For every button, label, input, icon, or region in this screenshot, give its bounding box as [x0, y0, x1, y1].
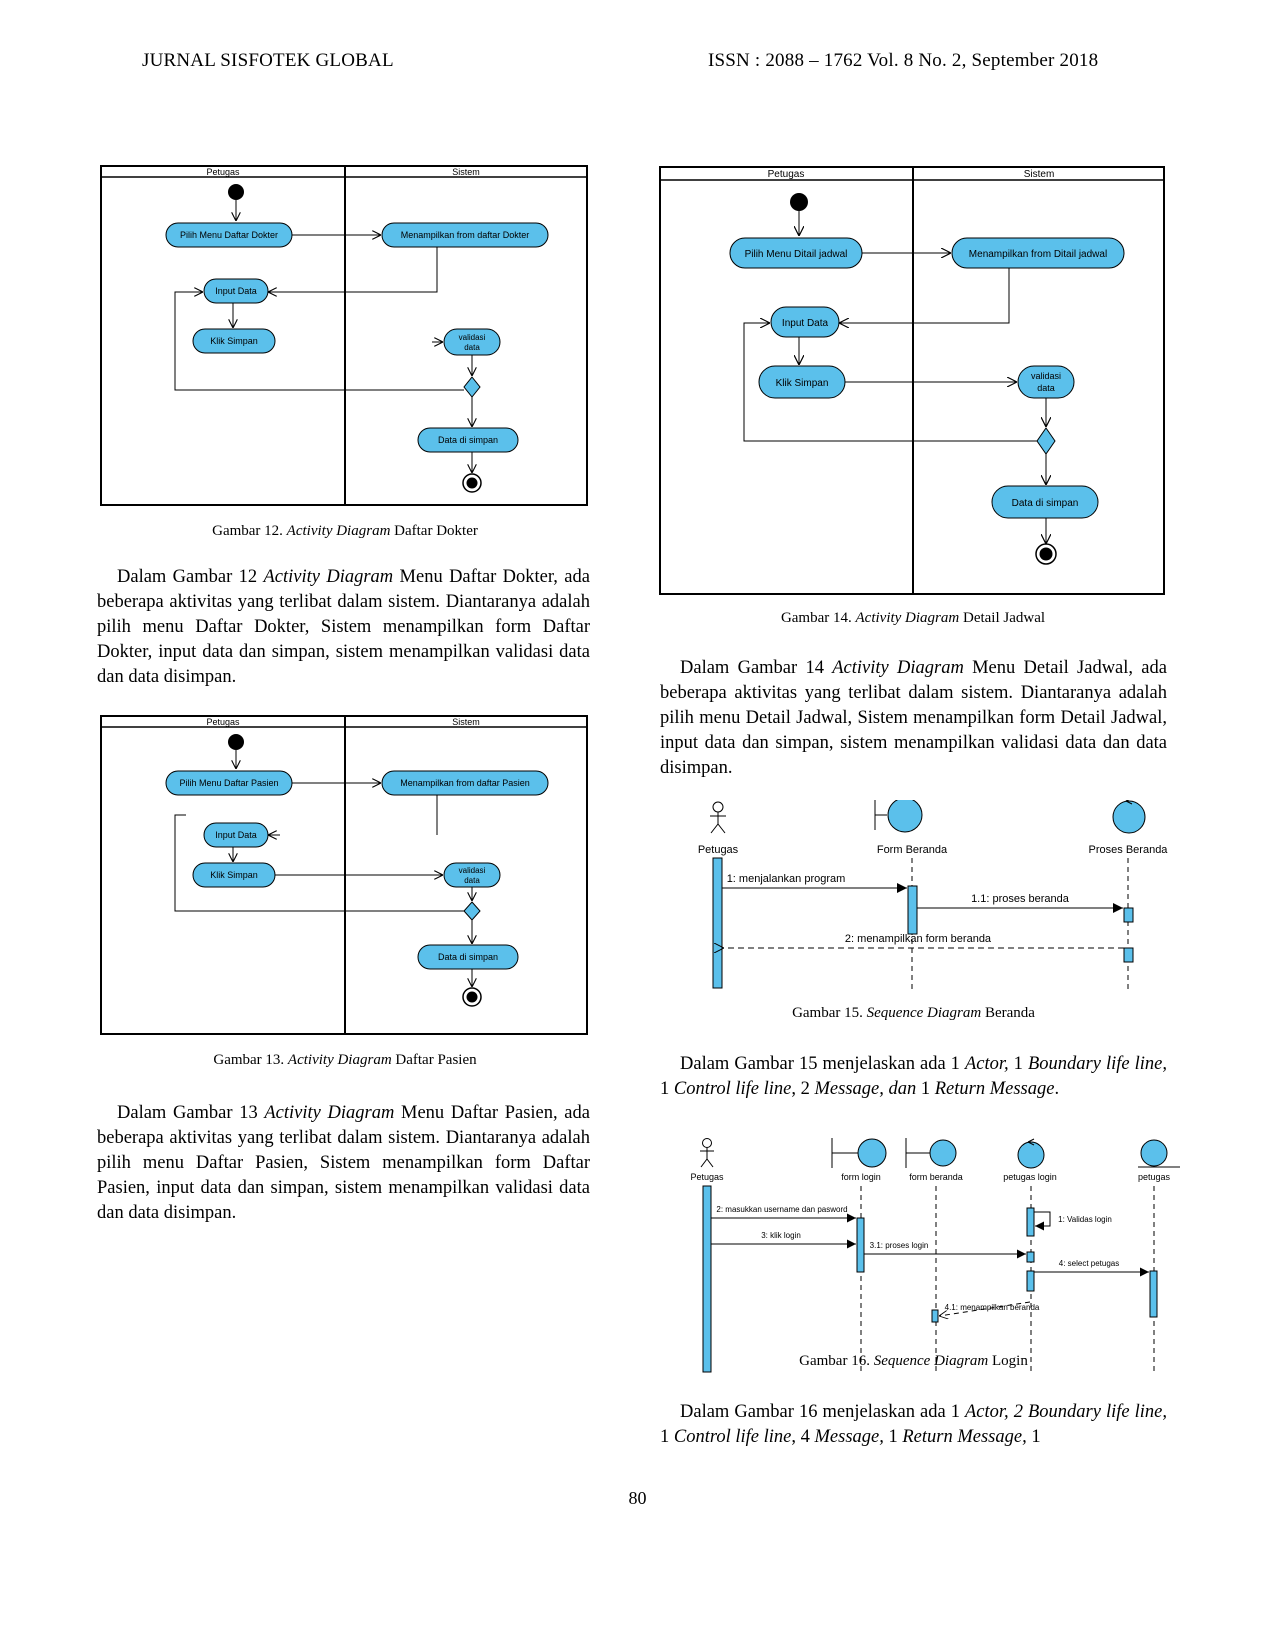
paragraph-gambar-14: Dalam Gambar 14 Activity Diagram Menu De…	[660, 658, 1167, 778]
boundary-icon	[874, 800, 923, 833]
activity-validasi-label-1: validasi	[1031, 371, 1061, 381]
initial-node	[790, 193, 808, 211]
actor-icon	[700, 1138, 714, 1168]
boundary-icon	[905, 1138, 957, 1168]
message-3-1-label: 3.1: proses login	[870, 1241, 929, 1250]
activity-data-disimpan-label: Data di simpan	[438, 435, 498, 445]
journal-title: JURNAL SISFOTEK GLOBAL	[142, 50, 394, 71]
activity-validasi-label-2: data	[464, 343, 480, 352]
lane-sistem: Sistem	[452, 167, 480, 177]
activity-tampil-form-label: Menampilkan from Ditail jadwal	[969, 249, 1107, 260]
figure-12-caption: Gambar 12. Activity Diagram Daftar Dokte…	[212, 523, 478, 539]
initial-node	[228, 734, 244, 750]
activity-validasi-label-2: data	[464, 876, 480, 885]
activity-pilih-menu-label: Pilih Menu Daftar Dokter	[180, 230, 278, 240]
figure-13-activity-diagram: Petugas Sistem Pilih Menu Daftar Pasien …	[100, 715, 590, 1045]
activity-klik-simpan-label: Klik Simpan	[210, 870, 258, 880]
activity-input-data-label: Input Data	[215, 286, 257, 296]
lifeline-petugas-entity-label: petugas	[1138, 1172, 1171, 1182]
activity-data-disimpan-label: Data di simpan	[438, 952, 498, 962]
activity-data-disimpan	[417, 427, 519, 453]
return-message-label: 4.1: menampilkan beranda	[945, 1303, 1040, 1312]
activation-petugas	[712, 857, 723, 989]
activity-data-disimpan	[991, 485, 1099, 519]
lane-sistem: Sistem	[452, 717, 480, 727]
figure-16-caption: Gambar 16. Sequence Diagram Login	[799, 1353, 1028, 1369]
control-icon	[1112, 800, 1146, 834]
activity-validasi-label-2: data	[1037, 383, 1055, 393]
lifeline-petugas-label: Petugas	[698, 844, 739, 856]
activation-form-beranda	[907, 885, 918, 935]
activity-klik-simpan-label: Klik Simpan	[210, 336, 258, 346]
activity-tampil-form-label: Menampilkan from daftar Pasien	[400, 778, 530, 788]
lifeline-petugas-login-label: petugas login	[1003, 1172, 1057, 1182]
activation-form-beranda	[931, 1309, 939, 1323]
page-number: 80	[628, 1488, 647, 1508]
lifeline-form-login-label: form login	[841, 1172, 881, 1182]
activation-petugas	[702, 1185, 712, 1373]
self-message-label: 1: Validas login	[1058, 1215, 1112, 1224]
activity-input-data-label: Input Data	[782, 318, 829, 329]
activity-tampil-form	[951, 237, 1125, 269]
activity-tampil-form	[381, 222, 549, 248]
initial-node	[228, 184, 244, 200]
lane-petugas: Petugas	[768, 169, 805, 180]
activation-proses-beranda	[1123, 907, 1134, 923]
lifeline-form-beranda-label: Form Beranda	[877, 844, 948, 856]
lane-petugas: Petugas	[206, 717, 240, 727]
message-4-label: 4: select petugas	[1059, 1259, 1119, 1268]
figure-12-activity-diagram: Petugas Sistem Pilih Menu Daftar Dokter …	[100, 165, 590, 510]
activation-form-login	[856, 1217, 865, 1273]
message-3-label: 3: klik login	[761, 1231, 801, 1240]
activity-pilih-menu-label: Pilih Menu Daftar Pasien	[179, 778, 278, 788]
message-2-label: 2: masukkan username dan pasword	[716, 1205, 847, 1214]
activity-klik-simpan-label: Klik Simpan	[776, 378, 829, 389]
issn-info: ISSN : 2088 – 1762 Vol. 8 No. 2, Septemb…	[708, 50, 1099, 71]
paragraph-gambar-16: Dalam Gambar 16 menjelaskan ada 1 Actor,…	[660, 1402, 1167, 1447]
activation-petugas-entity	[1149, 1270, 1158, 1318]
lifeline-form-beranda-label: form beranda	[909, 1172, 963, 1182]
activity-data-disimpan	[417, 944, 519, 970]
paragraph-gambar-15: Dalam Gambar 15 menjelaskan ada 1 Actor,…	[660, 1054, 1167, 1099]
activity-input-data	[203, 278, 269, 304]
activity-tampil-form-label: Menampilkan from daftar Dokter	[401, 230, 530, 240]
activity-validasi-label-1: validasi	[459, 866, 486, 875]
lifeline-petugas-label: Petugas	[690, 1172, 724, 1182]
paragraph-gambar-13: Dalam Gambar 13 Activity Diagram Menu Da…	[97, 1103, 590, 1223]
figure-15-sequence-diagram: Petugas Form Beranda Proses Beranda 1: m…	[680, 800, 1200, 1010]
return-message-2-label: 2: menampilkan form beranda	[845, 933, 992, 945]
activity-validasi-label-1: validasi	[459, 333, 486, 342]
entity-icon	[1138, 1139, 1180, 1168]
self-message-validasi	[1034, 1211, 1051, 1231]
paragraph-gambar-12: Dalam Gambar 12 Activity Diagram Menu Da…	[97, 567, 590, 687]
figure-16-sequence-diagram: Petugas form login form beranda petugas …	[680, 1138, 1205, 1373]
message-1-1-label: 1.1: proses beranda	[971, 893, 1070, 905]
lane-petugas: Petugas	[206, 167, 240, 177]
activity-klik-simpan	[192, 328, 276, 354]
activity-pilih-menu-label: Pilih Menu Ditail jadwal	[745, 249, 848, 260]
activation-petugas-login	[1026, 1207, 1035, 1237]
lifeline-proses-beranda-label: Proses Beranda	[1089, 844, 1169, 856]
boundary-icon	[831, 1138, 887, 1168]
activity-input-data	[770, 306, 840, 338]
activity-data-disimpan-label: Data di simpan	[1012, 498, 1079, 509]
activity-input-data-label: Input Data	[215, 830, 257, 840]
figure-13-caption: Gambar 13. Activity Diagram Daftar Pasie…	[213, 1052, 477, 1068]
figure-14-caption: Gambar 14. Activity Diagram Detail Jadwa…	[780, 610, 1046, 626]
control-icon	[1017, 1138, 1045, 1169]
actor-icon	[710, 801, 726, 834]
message-1-label: 1: menjalankan program	[727, 873, 846, 885]
lane-sistem: Sistem	[1024, 169, 1055, 180]
activity-tampil-form	[381, 770, 549, 796]
figure-15-caption: Gambar 15. Sequence Diagram Beranda	[792, 1005, 1035, 1021]
return-message-4-1	[939, 1301, 1031, 1316]
figure-14-activity-diagram: Petugas Sistem Pilih Menu Ditail jadwal …	[659, 166, 1167, 598]
